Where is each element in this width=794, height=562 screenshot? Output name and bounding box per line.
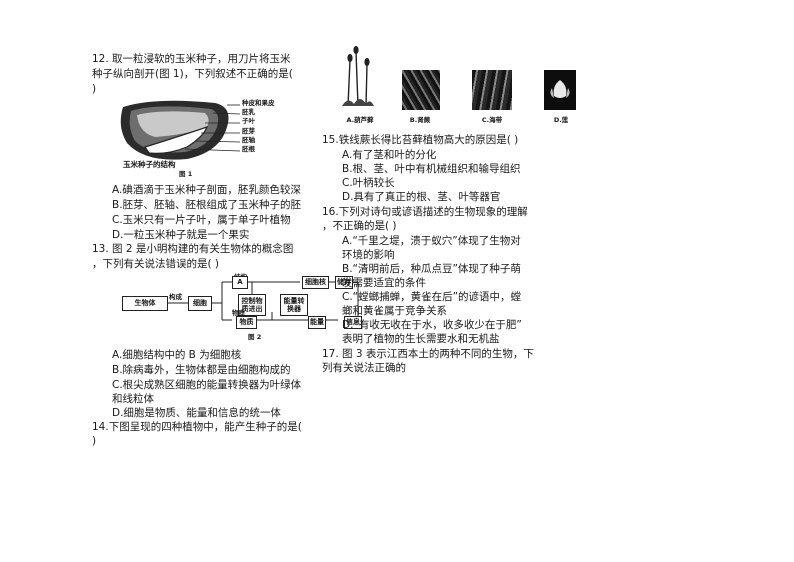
energy-node: 能量 [308, 316, 326, 329]
q12-stem-line3: ) [92, 83, 97, 95]
q16-option-a-cont: 环境的影响 [342, 249, 395, 261]
substance-node: 物质 [236, 316, 257, 329]
plant-photos-figure: A.葫芦藓 B.肾蕨 C.海带 D.莲 [338, 46, 578, 128]
fern-photo [402, 70, 440, 110]
q15-option-d: D.具有了真正的根、茎、叶等器官 [342, 191, 501, 203]
figure-2-caption: 图 2 [248, 333, 262, 341]
kelp-photo [472, 70, 512, 110]
q15-option-a: A.有了茎和叶的分化 [342, 149, 437, 161]
q12-stem-line1: 12. 取一粒浸软的玉米种子，用刀片将玉米 [92, 53, 291, 65]
radicle-label: 胚根 [242, 145, 255, 153]
q12-option-a: A.碘酒滴于玉米种子剖面，胚乳颜色较深 [112, 184, 301, 196]
q13-option-a: A.细胞结构中的 B 为细胞核 [112, 349, 242, 361]
plumule-label: 胚芽 [242, 127, 255, 135]
hypocotyl-label: 胚轴 [242, 136, 255, 144]
q16-option-b-cont: 发需要适宜的条件 [342, 277, 426, 289]
lotus-flower-shape [550, 80, 570, 98]
nucleus-node: 细胞核 [302, 276, 329, 289]
store-node: 储存 [335, 276, 353, 289]
q17-stem-line2: 列有关说法正确的 [322, 362, 406, 374]
node-a: A [232, 276, 248, 289]
q16-option-d-cont: 表明了植物的生长需要水和无机盐 [342, 333, 500, 345]
seed-coat-label: 种皮和果皮 [242, 99, 275, 107]
cell-node: 细胞 [188, 296, 212, 311]
q16-option-c-cont: 螂和黄雀属于竞争关系 [342, 305, 447, 317]
q17-stem-line1: 17. 图 3 表示江西本土的两种不同的生物，下 [322, 348, 534, 360]
caption-fern: B.肾蕨 [409, 116, 431, 124]
endosperm-label: 胚乳 [242, 108, 255, 116]
corn-seed-diagram [120, 100, 241, 160]
q12-option-b: B.胚芽、胚轴、胚根组成了玉米种子的胚 [112, 199, 302, 211]
q12-option-d: D.一粒玉米种子就是一个果实 [112, 229, 250, 241]
corn-seed-title: 玉米种子的结构 [123, 160, 176, 169]
q13-option-c-cont: 和线粒体 [112, 393, 154, 405]
caption-kelp: C.海带 [481, 116, 503, 124]
q16-stem-line2: ，不正确的是( ) [322, 220, 397, 232]
q15-option-b: B.根、茎、叶中有机械组织和输导组织 [342, 163, 521, 175]
q16-stem-line1: 16.下列对诗句或谚语描述的生物现象的理解 [322, 206, 528, 218]
q16-option-b: B.“清明前后，种瓜点豆”体现了种子萌 [342, 263, 521, 275]
matter-label: 物质 [232, 309, 245, 317]
q16-option-a: A.“千里之堤，溃于蚁穴”体现了生物对 [342, 235, 521, 247]
q12-stem-line2: 种子纵向剖开(图 1)，下列叙述不正确的是( [92, 68, 293, 80]
organism-node: 生物体 [122, 296, 168, 311]
q15-stem: 15.铁线蕨长得比苔藓植物高大的原因是( ) [322, 134, 519, 146]
membrane-node: 控制物质进出 [238, 294, 266, 316]
caption-moss: A.葫芦藓 [346, 116, 374, 124]
q16-option-d: D.“有收无收在于水，收多收少在于肥” [342, 319, 522, 331]
cotyledon-label: 子叶 [242, 117, 255, 125]
q14-stem-line2: ) [92, 435, 97, 447]
q13-option-b: B.除病毒外，生物体都是由细胞构成的 [112, 364, 291, 376]
q12-option-c: C.玉米只有一片子叶，属于单子叶植物 [112, 214, 291, 226]
q13-stem-line1: 13. 图 2 是小明构建的有关生物体的概念图 [92, 243, 294, 255]
consist-label: 构成 [169, 293, 182, 301]
q16-option-c: C.“螳螂捕蝉，黄雀在后”的谚语中，螳 [342, 291, 522, 303]
corn-seed-figure: 种皮和果皮 胚乳 子叶 胚芽 胚轴 胚根 玉米种子的结构 图 1 [115, 97, 295, 179]
q15-option-c: C.叶柄较长 [342, 177, 395, 189]
q14-stem-line1: 14.下图呈现的四种植物中，能产生种子的是( [92, 421, 302, 433]
q13-stem-line2: ，下列有关说法错误的是( ) [92, 258, 220, 270]
q13-option-d: D.细胞是物质、能量和信息的统一体 [112, 407, 281, 419]
q13-option-c: C.根尖成熟区细胞的能量转换器为叶绿体 [112, 379, 302, 391]
concept-map-figure: 生物体 构成 细胞 结构 A 细胞核 储存 控制物质进出 能量转换器 物质 物质… [122, 272, 372, 344]
lotus-photo [544, 70, 576, 110]
moss-photo [342, 46, 374, 107]
caption-lotus: D.莲 [553, 116, 569, 124]
concept-map-connectors [166, 281, 359, 321]
energy-converter-node: 能量转换器 [280, 294, 308, 316]
figure-1-caption: 图 1 [179, 170, 193, 178]
info-node: 信息 [344, 316, 362, 329]
